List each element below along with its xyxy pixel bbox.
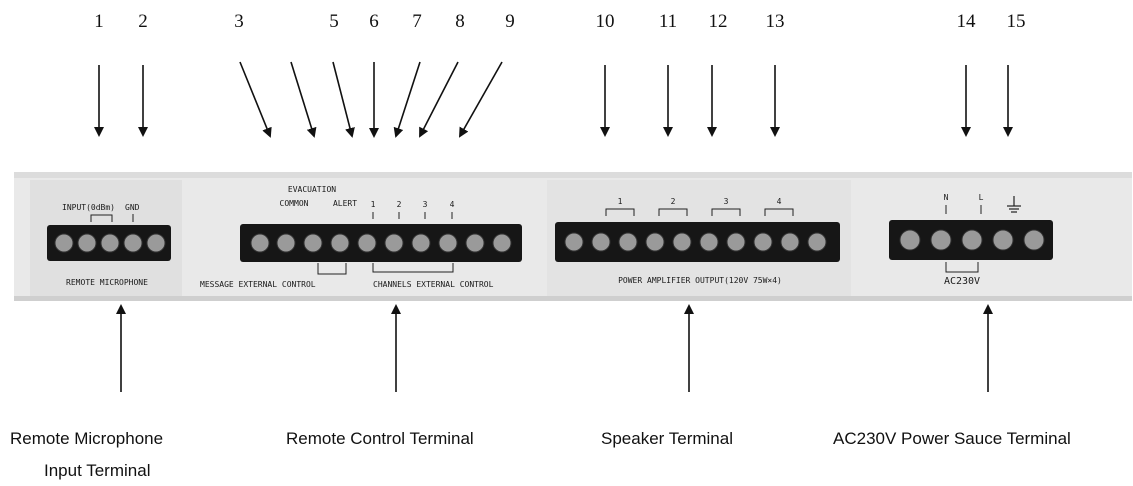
caption-speaker-terminal: Speaker Terminal <box>601 429 733 448</box>
ground-symbol-icon <box>1007 196 1021 213</box>
evacuation-label: EVACUATION <box>288 185 336 194</box>
arrow-5 <box>332 61 355 138</box>
arrow-8 <box>419 61 459 138</box>
message-external-control-label: MESSAGE EXTERNAL CONTROL <box>200 280 316 289</box>
terminal-block-body <box>240 224 522 262</box>
callout-number-12: 12 <box>709 11 728 32</box>
screw-terminal <box>564 232 584 252</box>
callout-number-14: 14 <box>957 11 977 32</box>
screw-terminal <box>411 233 431 253</box>
control-ch-3: 3 <box>423 200 428 209</box>
control-ch-4: 4 <box>450 200 455 209</box>
control-ch-1: 1 <box>371 200 376 209</box>
arrow-9 <box>459 61 503 138</box>
caption-input-terminal: Input Terminal <box>44 461 151 480</box>
screw-terminal <box>591 232 611 252</box>
screw-terminal <box>492 233 512 253</box>
alert-label: ALERT <box>333 199 357 208</box>
screw-terminal <box>961 229 983 251</box>
live-label: L <box>979 193 984 202</box>
callout-number-6: 6 <box>369 11 379 32</box>
caption-ac230v-power-terminal: AC230V Power Sauce Terminal <box>833 429 1071 448</box>
mic-gnd-label: GND <box>125 203 140 212</box>
screw-terminal <box>357 233 377 253</box>
speaker-ch-4: 4 <box>777 197 782 206</box>
mic-terminal-block <box>47 225 171 261</box>
screw-terminal <box>899 229 921 251</box>
arrow-4 <box>290 61 317 138</box>
callout-number-13: 13 <box>766 11 785 32</box>
channels-external-control-label: CHANNELS EXTERNAL CONTROL <box>373 280 494 289</box>
screw-terminal <box>438 233 458 253</box>
callout-number-5: 5 <box>329 11 339 32</box>
common-label: COMMON <box>280 199 309 208</box>
screw-terminal <box>930 229 952 251</box>
screw-terminal <box>250 233 270 253</box>
screw-terminal <box>618 232 638 252</box>
screw-terminal <box>672 232 692 252</box>
power-amplifier-output-label: POWER AMPLIFIER OUTPUT(120V 75W×4) <box>618 276 782 285</box>
screw-terminal <box>753 232 773 252</box>
screw-terminal <box>992 229 1014 251</box>
power-terminal-block <box>889 220 1053 260</box>
control-ch-2: 2 <box>397 200 402 209</box>
callout-number-11: 11 <box>659 11 677 32</box>
speaker-ch-1: 1 <box>618 197 623 206</box>
screw-terminal <box>699 232 719 252</box>
speaker-terminal-block <box>555 222 840 262</box>
control-terminal-block <box>240 224 522 262</box>
ac230v-footer-label: AC230V <box>944 276 980 287</box>
screw-terminal <box>807 232 827 252</box>
screw-terminals <box>250 233 512 253</box>
screw-terminal <box>384 233 404 253</box>
speaker-ch-2: 2 <box>671 197 676 206</box>
screw-terminal <box>780 232 800 252</box>
mic-input-label: INPUT(0dBm) <box>62 203 115 212</box>
callout-number-7: 7 <box>412 11 422 32</box>
mic-footer-label: REMOTE MICROPHONE <box>66 278 148 287</box>
screw-terminal <box>303 233 323 253</box>
screw-terminal <box>465 233 485 253</box>
speaker-ch-3: 3 <box>724 197 729 206</box>
callout-number-1: 1 <box>94 11 104 32</box>
caption-remote-microphone: Remote Microphone <box>10 429 164 448</box>
arrow-3 <box>239 61 272 138</box>
screw-terminal <box>726 232 746 252</box>
screw-terminals <box>564 232 827 252</box>
callout-number-8: 8 <box>455 11 465 32</box>
caption-remote-control-terminal: Remote Control Terminal <box>286 429 474 448</box>
screw-terminal <box>645 232 665 252</box>
callout-number-3: 3 <box>234 11 244 32</box>
screw-terminal <box>330 233 350 253</box>
terminal-block-body <box>555 222 840 262</box>
callout-number-10: 10 <box>596 11 615 32</box>
screw-terminal <box>77 233 97 253</box>
arrow-7 <box>393 61 421 138</box>
screw-terminal <box>123 233 143 253</box>
screw-terminal <box>276 233 296 253</box>
callout-number-9: 9 <box>505 11 515 32</box>
screw-terminal <box>100 233 120 253</box>
screw-terminal <box>54 233 74 253</box>
callout-number-2: 2 <box>138 11 148 32</box>
callout-number-15: 15 <box>1007 11 1026 32</box>
screw-terminals <box>54 233 166 253</box>
screw-terminal <box>146 233 166 253</box>
neutral-label: N <box>944 193 949 202</box>
screw-terminal <box>1023 229 1045 251</box>
screw-terminals <box>899 229 1045 251</box>
